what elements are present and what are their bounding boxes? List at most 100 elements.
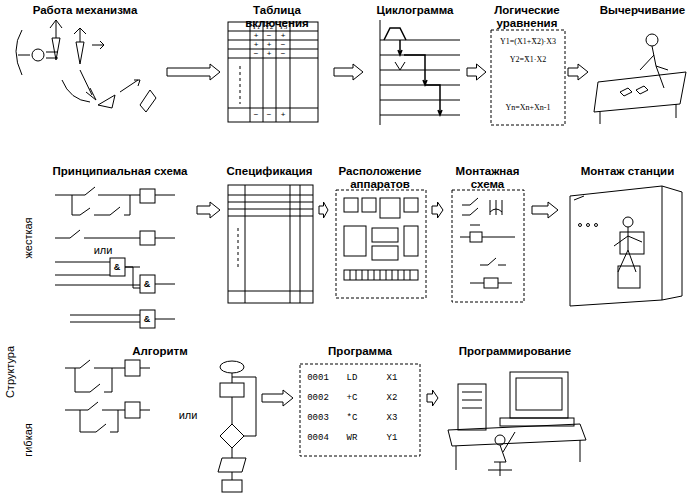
flowchart-part [222, 480, 242, 492]
diagram-label: Y1 [387, 434, 398, 443]
diagram-label: Y1 [252, 24, 261, 31]
switching-table-part [228, 31, 318, 108]
mechanism-sketch-part [80, 70, 96, 100]
mechanism-sketch-part [76, 28, 84, 64]
diagram-label: − [267, 111, 272, 119]
programming-figure-part [510, 372, 568, 418]
stage-node: Принципиальная схема [45, 165, 195, 305]
drafting-figure [594, 34, 686, 124]
switching-table-part [240, 66, 241, 104]
cabinet-figure-part [570, 186, 662, 306]
mechanism-sketch-part [120, 80, 140, 92]
drafting-figure-part [646, 34, 658, 46]
stage-node: Программирование [440, 345, 590, 470]
diagram-label: X3 [387, 414, 398, 423]
panel-layout-part [380, 198, 400, 218]
cyclogram-part [380, 20, 381, 125]
panel-layout-part [404, 226, 418, 256]
flowchart-part [220, 361, 244, 373]
specification-table-part [228, 185, 313, 303]
flowchart-part [232, 377, 256, 436]
mechanism-sketch [16, 20, 156, 112]
block-arrow [319, 202, 328, 218]
panel-layout-part [344, 226, 366, 256]
block-arrow [467, 64, 486, 80]
panel-layout-part [362, 198, 376, 212]
diagram-label: & [144, 280, 151, 289]
specification-table-part [238, 228, 239, 270]
switching-table-part [228, 22, 318, 122]
cabinet-figure [570, 186, 682, 306]
block-arrow [568, 64, 588, 80]
flowchart-part [232, 472, 233, 480]
panel-layout-part [344, 270, 418, 280]
ladder-schematic-part [140, 231, 155, 245]
ladder-schematic [55, 187, 175, 328]
cabinet-figure-part [574, 196, 584, 200]
cyclogram-part [380, 40, 460, 115]
programming-figure-part [495, 435, 505, 445]
cabinet-figure-part [618, 266, 640, 288]
mechanism-sketch-part [98, 95, 115, 108]
mechanism-sketch-part [92, 41, 104, 49]
wiring-diagram [452, 190, 524, 302]
stage-heading: Программирование [440, 345, 590, 358]
diagram-label: X2 [387, 394, 398, 403]
cyclogram-part [395, 62, 405, 70]
programming-figure-part [458, 384, 486, 430]
diagram-label: − [281, 41, 286, 49]
programming-figure-part [494, 432, 515, 462]
programming-figure-part [488, 462, 512, 476]
diagram-label: Y2 [265, 24, 274, 31]
programming-figure-part [462, 392, 482, 408]
specification-table [228, 185, 313, 303]
equations-frame-part [491, 30, 565, 125]
equations-frame [491, 30, 565, 125]
mechanism-sketch-part [140, 90, 156, 112]
panel-layout-part [372, 228, 398, 242]
diagram-label: − [254, 50, 259, 58]
stage-heading: Монтажная схема [445, 165, 530, 191]
diagram-label: + [267, 41, 272, 49]
cyclogram-part [398, 40, 402, 55]
block-arrow [532, 202, 558, 218]
stage-node: Алгоритм [60, 345, 260, 493]
stage-heading: Программа [295, 345, 425, 358]
branch-label: жесткая [23, 217, 34, 258]
cabinet-figure-part [623, 217, 633, 227]
block-arrow [262, 390, 293, 406]
wiring-diagram-part [460, 237, 515, 238]
diagram-label: или [94, 245, 113, 256]
stage-heading: Расположение аппаратов [330, 165, 430, 191]
diagram-label: X1 [387, 374, 398, 383]
diagram-label: Y3 [279, 24, 288, 31]
drafting-figure-part [594, 72, 686, 112]
stage-node: Программа [295, 345, 425, 470]
panel-layout-part [336, 190, 426, 298]
panel-layout-part [372, 246, 398, 260]
stage-node: Таблица включения [222, 4, 332, 129]
wiring-diagram-part [490, 200, 502, 215]
programming-figure [448, 372, 586, 476]
switching-table-part [250, 22, 290, 122]
stage-heading: Принципиальная схема [45, 165, 195, 178]
ladder-algorithm-part [125, 402, 140, 418]
flowchart-part [218, 458, 246, 472]
cabinet-figure-part [620, 232, 644, 254]
wiring-diagram-part [462, 198, 480, 225]
drafting-figure-part [600, 104, 676, 124]
panel-layout [336, 190, 426, 298]
wiring-diagram-part [452, 190, 524, 302]
cabinet-figure-part [587, 224, 590, 227]
cabinet-figure-part [595, 224, 598, 227]
mechanism-sketch-part [50, 20, 62, 28]
ladder-algorithm-part [125, 360, 140, 376]
diagram-label: & [114, 263, 121, 272]
diagram-label: − [281, 50, 286, 58]
cabinet-figure-part [579, 224, 582, 227]
stage-heading: Таблица включения [222, 4, 332, 30]
ladder-schematic-part [70, 315, 175, 322]
cyclogram [380, 20, 460, 125]
diagram-label: + [254, 32, 259, 40]
flowchart [218, 361, 256, 492]
